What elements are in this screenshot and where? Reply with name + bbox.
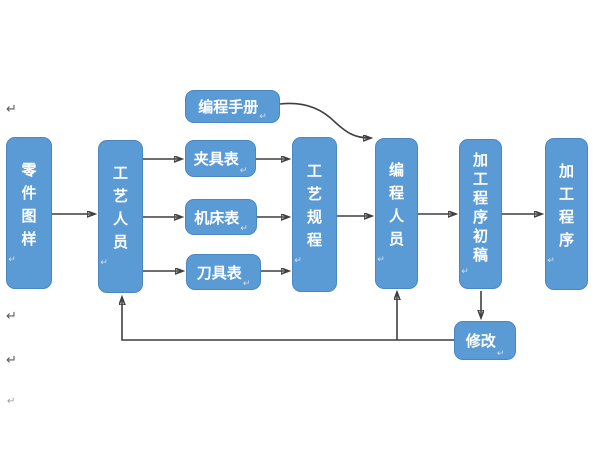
node-parts-drawing: 零件图样↵ [6, 137, 52, 289]
node-draft-program: 加工程序初稿↵ [459, 139, 502, 289]
pilcrow-mark: ↵ [7, 396, 16, 407]
node-machine-table: 机床表↵ [185, 199, 257, 235]
pilcrow-mark: ↵ [6, 353, 17, 368]
node-programmer: 编程人员↵ [375, 138, 418, 289]
feedback-revise-to-staff [122, 298, 454, 341]
node-label: 机床表 [194, 208, 240, 227]
pilcrow-mark: ↵ [7, 254, 17, 265]
pilcrow-mark: ↵ [242, 279, 251, 289]
node-label: 加工程序初稿 [471, 151, 489, 266]
node-final-program: 加工程序↵ [545, 138, 588, 290]
node-label: 加工程序 [557, 162, 575, 255]
pilcrow-mark: ↵ [240, 224, 248, 234]
pilcrow-mark: ↵ [99, 258, 109, 268]
node-label: 夹具表 [193, 150, 239, 168]
node-label: 修改 [465, 332, 496, 350]
node-label: 工艺规程 [305, 163, 323, 255]
node-label: 零件图样 [19, 161, 38, 254]
node-label: 工艺人员 [111, 165, 129, 257]
pilcrow-mark: ↵ [6, 309, 17, 324]
pilcrow-mark: ↵ [460, 266, 470, 277]
pilcrow-mark: ↵ [546, 255, 556, 266]
pilcrow-mark: ↵ [376, 255, 386, 265]
pilcrow-mark: ↵ [259, 112, 267, 122]
node-fixture-table: 夹具表↵ [185, 140, 256, 177]
curve-manual-to-programmer [279, 102, 370, 138]
node-process-staff: 工艺人员↵ [98, 140, 143, 293]
node-label: 刀具表 [196, 263, 242, 282]
node-programming-manual: 编程手册↵ [185, 90, 280, 123]
node-process-spec: 工艺规程↵ [292, 137, 337, 292]
pilcrow-mark: ↵ [6, 102, 17, 117]
pilcrow-mark: ↵ [293, 256, 303, 266]
node-tool-table: 刀具表↵ [186, 254, 261, 290]
node-label: 编程人员 [387, 162, 405, 254]
pilcrow-mark: ↵ [496, 349, 505, 359]
pilcrow-mark: ↵ [239, 166, 248, 176]
node-revise: 修改↵ [454, 321, 516, 360]
node-label: 编程手册 [198, 98, 259, 116]
